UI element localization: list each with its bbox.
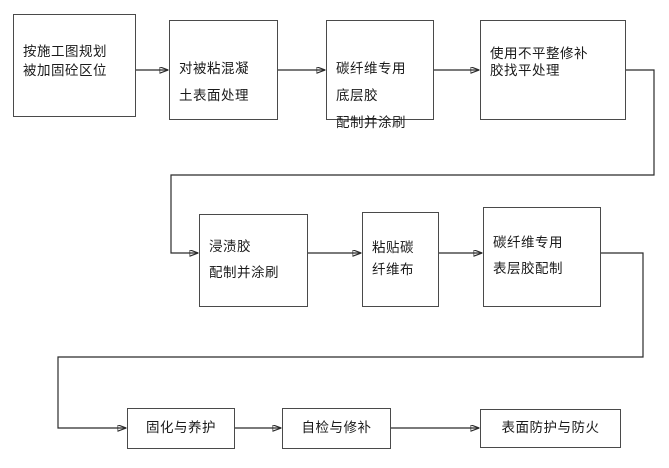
- process-node-10-label: 表面防护与防火: [501, 419, 600, 436]
- process-node-3-label: 碳纤维专用 底层胶 配制并涂刷: [336, 61, 406, 131]
- process-node-8[interactable]: 固化与养护: [127, 408, 235, 449]
- process-node-7-label: 碳纤维专用 表层胶配制: [493, 235, 563, 277]
- process-node-1[interactable]: 按施工图规划 被加固砼区位: [13, 14, 136, 117]
- process-node-6[interactable]: 粘贴碳 纤维布: [362, 212, 439, 307]
- process-node-1-label: 按施工图规划 被加固砼区位: [23, 43, 107, 80]
- process-node-5[interactable]: 浸渍胶 配制并涂刷: [199, 214, 308, 307]
- process-node-5-label: 浸渍胶 配制并涂刷: [209, 238, 279, 281]
- process-node-7[interactable]: 碳纤维专用 表层胶配制: [483, 207, 601, 307]
- process-node-6-label: 粘贴碳 纤维布: [372, 239, 414, 278]
- process-node-4[interactable]: 使用不平整修补 胶找平处理: [480, 20, 626, 120]
- process-node-2-label: 对被粘混凝 土表面处理: [179, 61, 249, 104]
- process-node-9[interactable]: 自检与修补: [282, 408, 391, 449]
- process-node-10[interactable]: 表面防护与防火: [480, 409, 621, 448]
- process-node-3[interactable]: 碳纤维专用 底层胶 配制并涂刷: [326, 20, 434, 131]
- process-node-2[interactable]: 对被粘混凝 土表面处理: [169, 20, 278, 120]
- process-node-8-label: 固化与养护: [146, 419, 216, 436]
- process-node-4-label: 使用不平整修补 胶找平处理: [490, 45, 588, 79]
- process-node-9-label: 自检与修补: [301, 419, 372, 436]
